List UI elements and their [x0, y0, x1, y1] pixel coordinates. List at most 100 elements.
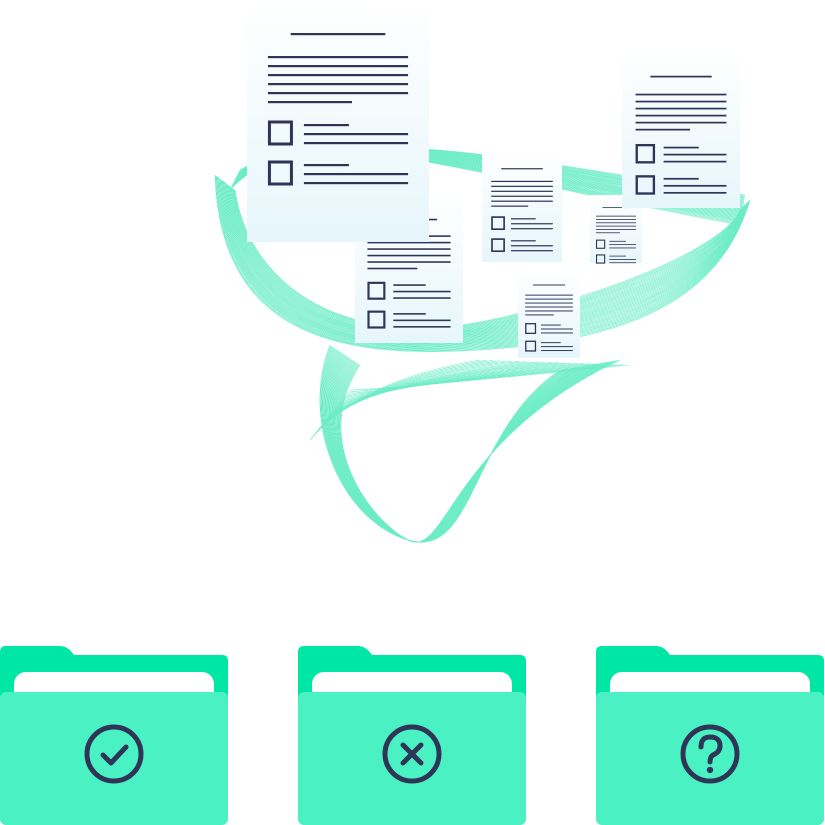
document-text-line: [393, 297, 451, 299]
mesh-line: [226, 183, 745, 339]
document-text-line: [303, 173, 409, 176]
document-text-line: [595, 229, 637, 230]
document-text-line: [303, 182, 409, 185]
document-text-line: [663, 146, 699, 149]
document-text-line: [267, 83, 409, 86]
document-text-line: [525, 302, 573, 304]
mesh-line: [223, 181, 746, 341]
mesh-line: [222, 181, 747, 343]
document-text-line: [525, 298, 573, 300]
document-text-line: [491, 190, 553, 192]
floating-documents: [247, 0, 740, 358]
document-text-line: [663, 160, 727, 163]
document-text-line: [511, 240, 536, 242]
document-text-line: [595, 219, 637, 220]
checkbox-icon: [635, 143, 656, 164]
document-text-line: [491, 185, 553, 187]
mesh-line: [340, 359, 621, 543]
document-text-line: [540, 342, 561, 344]
mesh-line: [215, 175, 750, 351]
mesh-line: [214, 174, 751, 352]
document-text-line: [525, 310, 573, 312]
document-text-line: [303, 142, 409, 145]
mesh-line: [231, 187, 742, 332]
mesh-line: [216, 176, 750, 350]
document-text-line: [267, 65, 409, 68]
document-text-line: [393, 326, 451, 328]
document-sheet: [247, 0, 429, 242]
mesh-line: [230, 186, 743, 334]
mesh-line: [225, 183, 745, 339]
mesh-line: [217, 177, 749, 348]
document-text-line: [635, 114, 727, 117]
mesh-line: [227, 184, 745, 337]
checkbox-icon: [267, 160, 293, 186]
document-text-line: [540, 328, 573, 330]
document-title-line: [650, 75, 712, 78]
document-text-line: [635, 121, 727, 124]
document-text-line: [595, 225, 637, 227]
document-text-line: [525, 294, 573, 296]
document-text-line: [609, 244, 637, 246]
mesh-line: [219, 178, 748, 347]
document-text-line: [303, 133, 409, 136]
mesh-line: [234, 189, 741, 328]
document-paper: [518, 270, 580, 358]
question-circle-icon: [680, 724, 740, 784]
document-text-line: [609, 240, 626, 242]
document-text-line: [491, 180, 553, 183]
document-text-line: [367, 261, 451, 263]
checkbox-icon: [267, 120, 293, 146]
document-sheet: [482, 150, 562, 262]
mesh-line: [221, 179, 748, 345]
document-text-line: [540, 346, 573, 348]
watermark-text: InfoAlgo: [358, 452, 443, 477]
mesh-line: [223, 181, 746, 342]
document-text-line: [609, 259, 637, 260]
document-text-line: [635, 100, 727, 103]
document-text-line: [635, 128, 691, 131]
mesh-line: [228, 185, 744, 336]
mesh-line: [233, 188, 742, 330]
mesh-line: [217, 177, 749, 349]
mesh-line: [321, 346, 566, 543]
mesh-line: [233, 189, 741, 330]
document-text-line: [511, 250, 553, 252]
mesh-line: [320, 345, 564, 543]
document-text-line: [393, 290, 451, 293]
document-text-line: [663, 177, 699, 180]
checkbox-icon: [491, 216, 505, 231]
document-text-line: [525, 306, 573, 308]
mesh-line: [349, 364, 631, 391]
checkbox-icon: [595, 239, 606, 249]
document-text-line: [491, 195, 553, 197]
checkbox-icon: [491, 238, 505, 253]
document-title-line: [532, 284, 566, 286]
document-text-line: [367, 248, 451, 250]
document-text-line: [511, 218, 536, 220]
mesh-line: [234, 189, 741, 329]
document-title-line: [290, 33, 386, 36]
document-text-line: [367, 254, 451, 257]
document-sheet: [518, 270, 580, 358]
document-text-line: [267, 74, 409, 77]
document-text-line: [635, 93, 727, 96]
document-text-line: [367, 241, 451, 244]
folder-front: [298, 692, 526, 825]
document-text-line: [267, 101, 353, 104]
document-text-line: [595, 215, 637, 217]
document-text-line: [511, 228, 553, 230]
document-text-line: [267, 92, 409, 95]
mesh-line: [224, 182, 746, 341]
mesh-line: [226, 183, 745, 338]
document-text-line: [511, 245, 553, 247]
mesh-line: [229, 186, 743, 334]
document-text-line: [663, 184, 727, 187]
document-text-line: [609, 255, 626, 257]
folder-row: [0, 646, 824, 825]
document-title-line: [501, 168, 543, 170]
document-text-line: [393, 284, 426, 286]
mesh-line: [228, 185, 744, 336]
mesh-line: [221, 180, 747, 344]
